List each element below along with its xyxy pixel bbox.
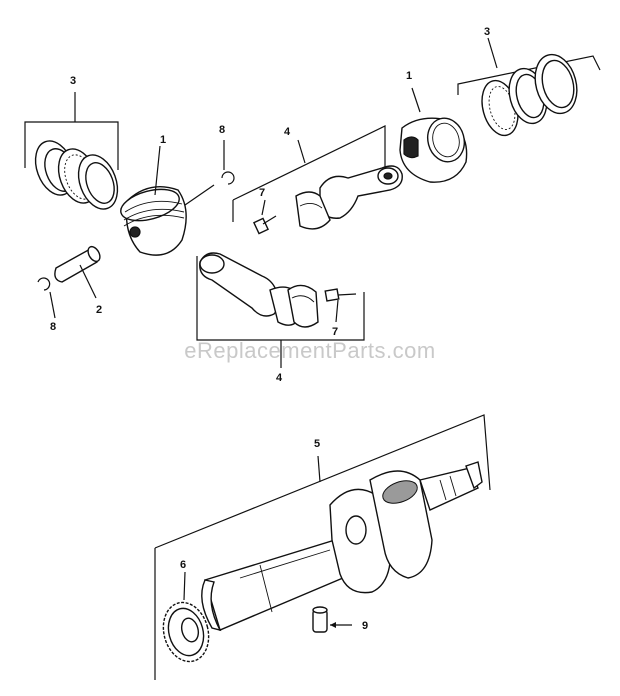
right-piston xyxy=(399,87,468,183)
callout-7-top: 7 xyxy=(259,187,265,199)
callout-2: 2 xyxy=(96,304,102,316)
callout-8-bottom: 8 xyxy=(50,321,56,333)
conrod-upper-group xyxy=(232,125,403,235)
callout-1-right: 1 xyxy=(406,70,412,82)
crankshaft-group xyxy=(154,414,491,680)
callout-7-bottom: 7 xyxy=(332,326,338,338)
conrod-lower-group xyxy=(196,252,365,368)
left-piston xyxy=(120,145,215,256)
piston-pin xyxy=(54,245,101,299)
left-ring-set xyxy=(24,92,119,210)
callout-4-bottom: 4 xyxy=(276,372,283,384)
watermark-text: eReplacementParts.com xyxy=(184,338,435,363)
shaft-key xyxy=(312,606,352,633)
callout-5: 5 xyxy=(314,438,320,450)
callout-4-top: 4 xyxy=(284,126,291,138)
callout-3-left: 3 xyxy=(70,75,76,87)
callout-8-top: 8 xyxy=(219,124,225,136)
timing-gear xyxy=(162,571,210,663)
callout-3-right: 3 xyxy=(484,26,490,38)
callout-1-left: 1 xyxy=(160,134,166,146)
left-rings-bracket xyxy=(24,121,119,170)
callout-9: 9 xyxy=(362,620,368,632)
left-clip-top xyxy=(221,140,235,185)
callout-6: 6 xyxy=(180,559,186,571)
left-clip-bottom xyxy=(37,277,56,319)
right-ring-set xyxy=(457,37,601,137)
